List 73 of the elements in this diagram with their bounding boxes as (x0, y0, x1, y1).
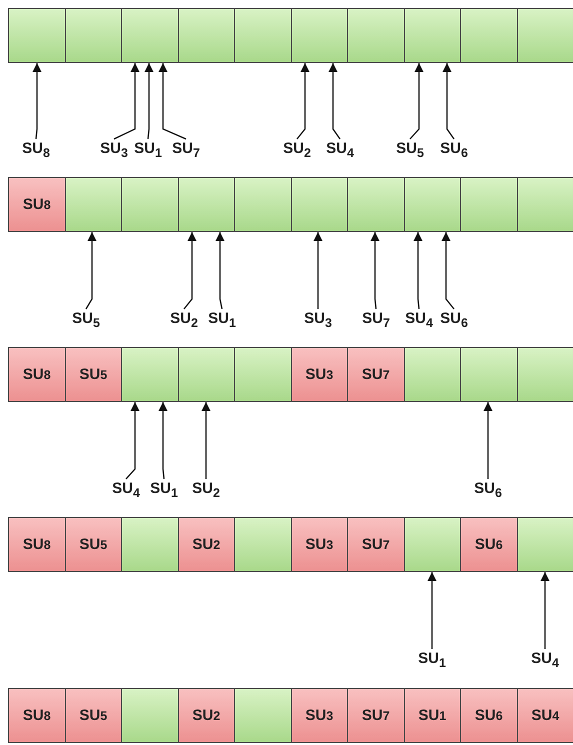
free-slot (178, 8, 235, 63)
free-slot (460, 347, 518, 402)
user-label: SU$_{4}$ (326, 140, 354, 162)
user-label: SU$_{6}$ (474, 480, 502, 502)
arrow (296, 63, 310, 140)
free-slot (290, 8, 348, 63)
free-slot (121, 347, 178, 402)
free-slot (121, 177, 178, 232)
free-slot (347, 8, 404, 63)
arrow (370, 232, 380, 310)
user-label: SU$_{4}$ (531, 650, 559, 672)
user-label: SU$_{3}$ (304, 310, 332, 332)
arrow (442, 63, 455, 140)
free-slot (234, 347, 292, 402)
user-label: SU$_{6}$ (440, 140, 468, 162)
arrow (410, 63, 424, 140)
user-label: SU$_{6}$ (440, 310, 468, 332)
free-slot (178, 347, 235, 402)
user-label: SU$_{1}$ (418, 650, 446, 672)
arrow (158, 402, 168, 480)
free-slot (290, 177, 348, 232)
user-label: SU$_{8}$ (22, 140, 50, 162)
arrow (427, 572, 437, 649)
free-slot (64, 177, 122, 232)
user-label: SU$_{5}$ (396, 140, 424, 162)
user-label: SU$_{4}$ (112, 480, 140, 502)
free-slot (234, 688, 292, 743)
free-slot (516, 517, 573, 572)
arrow (85, 232, 97, 310)
free-slot (516, 177, 573, 232)
user-label: SU$_{2}$ (283, 140, 311, 162)
user-label: SU$_{2}$ (192, 480, 220, 502)
user-label: SU$_{7}$ (172, 140, 200, 162)
arrow (144, 63, 154, 140)
free-slot (460, 177, 518, 232)
arrow (215, 232, 225, 310)
user-label: SU$_{1}$ (150, 480, 178, 502)
user-label: SU$_{4}$ (405, 310, 433, 332)
user-label: SU$_{3}$ (100, 140, 128, 162)
arrow (483, 402, 493, 479)
arrow (413, 232, 423, 310)
arrow (114, 63, 140, 140)
user-label: SU$_{1}$ (208, 310, 236, 332)
free-slot (121, 8, 178, 63)
user-label: SU$_{7}$ (362, 310, 390, 332)
free-slot (404, 347, 461, 402)
free-slot (460, 8, 518, 63)
arrow (158, 63, 186, 140)
free-slot (121, 688, 178, 743)
user-label: SU$_{2}$ (170, 310, 198, 332)
arrow (32, 63, 42, 140)
arrow (328, 63, 341, 140)
free-slot (404, 177, 461, 232)
arrow (184, 232, 197, 310)
arrow (126, 402, 140, 480)
free-slot (64, 8, 122, 63)
free-slot (516, 347, 573, 402)
user-label: SU$_{5}$ (72, 310, 100, 332)
free-slot (178, 177, 235, 232)
free-slot (234, 177, 292, 232)
free-slot (404, 8, 461, 63)
free-slot (347, 177, 404, 232)
arrow (201, 402, 211, 479)
free-slot (404, 517, 461, 572)
free-slot (234, 517, 292, 572)
user-label: SU$_{1}$ (134, 140, 162, 162)
arrow (441, 232, 454, 310)
arrow (313, 232, 323, 309)
free-slot (121, 517, 178, 572)
free-slot (234, 8, 292, 63)
free-slot (516, 8, 573, 63)
arrow (540, 572, 550, 649)
free-slot (8, 8, 66, 63)
